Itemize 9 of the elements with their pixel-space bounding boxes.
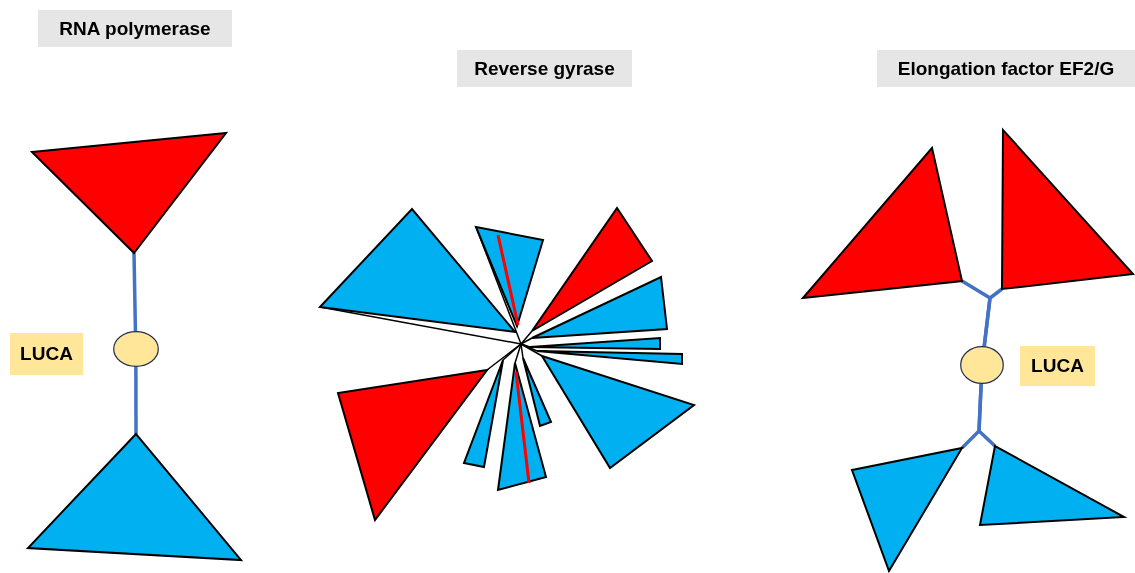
tree-branch — [132, 252, 138, 332]
tree-branch — [977, 383, 997, 448]
title-label: RNA polymerase — [38, 10, 232, 47]
tree-branch — [134, 367, 138, 434]
luca-label: LUCA — [1020, 346, 1095, 386]
title-label: Reverse gyrase — [457, 50, 632, 87]
tree-branch — [982, 287, 1004, 347]
luca-label: LUCA — [10, 333, 83, 375]
title-label: Elongation factor EF2/G — [877, 50, 1135, 87]
